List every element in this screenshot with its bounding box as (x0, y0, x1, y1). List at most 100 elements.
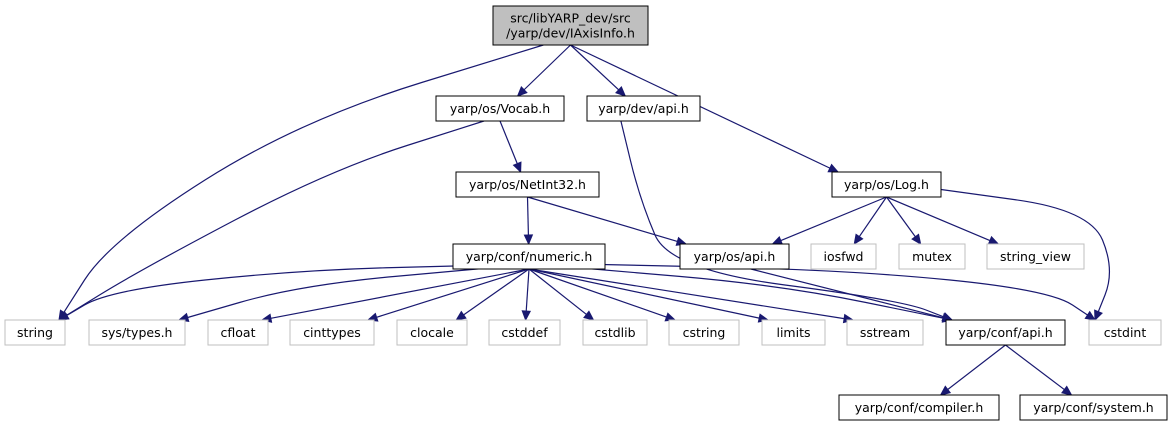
node-box (1019, 394, 1168, 421)
node-label: cstddef (501, 325, 548, 340)
node-system[interactable]: yarp/conf/system.h (1019, 394, 1168, 421)
node-string_view: string_view (986, 243, 1085, 270)
node-cstring: cstring (668, 319, 740, 346)
node-vocab[interactable]: yarp/os/Vocab.h (435, 95, 565, 122)
node-log[interactable]: yarp/os/Log.h (831, 171, 942, 198)
edge-line (527, 196, 678, 243)
node-root[interactable]: src/libYARP_dev/src/yarp/dev/IAxisInfo.h (492, 5, 649, 46)
edge-netint32-to-numeric (523, 196, 534, 246)
node-label: limits (776, 325, 810, 340)
edge-line (940, 188, 1110, 312)
edge-line (66, 120, 485, 316)
edge-root-to-vocab (516, 44, 571, 97)
node-box (582, 319, 648, 346)
node-label: sstream (860, 325, 910, 340)
node-cstddef: cstddef (488, 319, 561, 346)
arrowhead (771, 235, 784, 245)
node-box (1088, 319, 1162, 346)
arrowhead (911, 233, 922, 245)
edge-line (570, 44, 620, 91)
node-devapi[interactable]: yarp/dev/api.h (586, 95, 701, 122)
node-box (289, 319, 375, 346)
edge-line (63, 44, 544, 313)
arrowhead (521, 310, 532, 322)
node-box (831, 171, 942, 198)
edge-line (376, 268, 530, 318)
edge-confapi-to-system (1005, 344, 1073, 396)
edge-line (620, 120, 944, 318)
edge-line (66, 264, 484, 316)
edge-line (528, 268, 760, 319)
node-label: yarp/dev/api.h (598, 101, 689, 116)
node-box (586, 95, 701, 122)
node-box (492, 5, 649, 46)
edge-log-to-mutex (886, 196, 922, 245)
arrowhead (1061, 385, 1073, 396)
node-cstdlib: cstdlib (582, 319, 648, 346)
node-label: yarp/os/Vocab.h (450, 101, 550, 116)
node-label: sys/types.h (102, 325, 173, 340)
node-numeric[interactable]: yarp/conf/numeric.h (452, 243, 606, 270)
node-box (455, 171, 600, 198)
edge-numeric-to-confapi (578, 267, 954, 323)
node-iosfwd: iosfwd (810, 243, 877, 270)
node-netint32[interactable]: yarp/os/NetInt32.h (455, 171, 600, 198)
edge-line (528, 268, 845, 320)
arrowhead (939, 385, 952, 396)
edges-layer (57, 44, 1110, 396)
edge-line (886, 196, 991, 242)
node-compiler[interactable]: yarp/conf/compiler.h (838, 394, 1000, 421)
edge-devapi-to-confapi (620, 120, 954, 322)
arrowhead (1094, 309, 1103, 322)
edge-numeric-to-cstdlib (528, 268, 595, 321)
edge-line (858, 196, 887, 237)
node-box (679, 243, 790, 270)
node-mutex: mutex (898, 243, 966, 270)
edge-line (528, 268, 667, 318)
node-box (4, 319, 66, 346)
edge-line (270, 268, 530, 319)
arrowhead (455, 310, 467, 321)
node-box (838, 394, 1000, 421)
edge-numeric-to-clocale (455, 268, 530, 321)
node-label: iosfwd (824, 249, 864, 264)
node-label: /yarp/dev/IAxisInfo.h (506, 26, 635, 41)
edge-log-to-string_view (886, 196, 1000, 245)
node-label: yarp/conf/compiler.h (855, 400, 984, 415)
arrowhead (516, 85, 528, 97)
node-label: yarp/conf/system.h (1033, 400, 1153, 415)
node-label: cstring (683, 325, 726, 340)
edge-line (886, 196, 916, 238)
edge-line (526, 196, 530, 236)
arrowhead (57, 311, 70, 321)
edge-numeric-to-cstdint (578, 263, 1097, 321)
edge-line (525, 268, 530, 312)
node-box (986, 243, 1085, 270)
node-confapi[interactable]: yarp/conf/api.h (945, 319, 1066, 346)
edge-log-to-iosfwd (853, 196, 887, 246)
node-label: cinttypes (303, 325, 361, 340)
edge-log-to-osapi (771, 196, 887, 245)
node-box (488, 319, 561, 346)
arrowhead (853, 233, 864, 246)
arrowhead (827, 163, 840, 173)
node-box (452, 243, 606, 270)
edge-vocab-to-netint32 (499, 120, 522, 174)
node-osapi[interactable]: yarp/os/api.h (679, 243, 790, 270)
node-box (945, 319, 1066, 346)
edge-numeric-to-cstddef (521, 268, 532, 322)
nodes-layer: src/libYARP_dev/src/yarp/dev/IAxisInfo.h… (4, 5, 1168, 421)
edge-numeric-to-cinttypes (366, 268, 530, 322)
edge-numeric-to-cfloat (260, 268, 530, 323)
node-label: src/libYARP_dev/src (510, 11, 631, 26)
edge-line (528, 268, 587, 315)
node-label: string (17, 325, 53, 340)
arrowhead (583, 310, 595, 321)
node-label: yarp/os/api.h (694, 249, 776, 264)
edge-line (780, 196, 887, 242)
edge-line (1005, 344, 1065, 391)
node-box (396, 319, 468, 346)
node-cstdint: cstdint (1088, 319, 1162, 346)
edge-line (947, 344, 1006, 390)
